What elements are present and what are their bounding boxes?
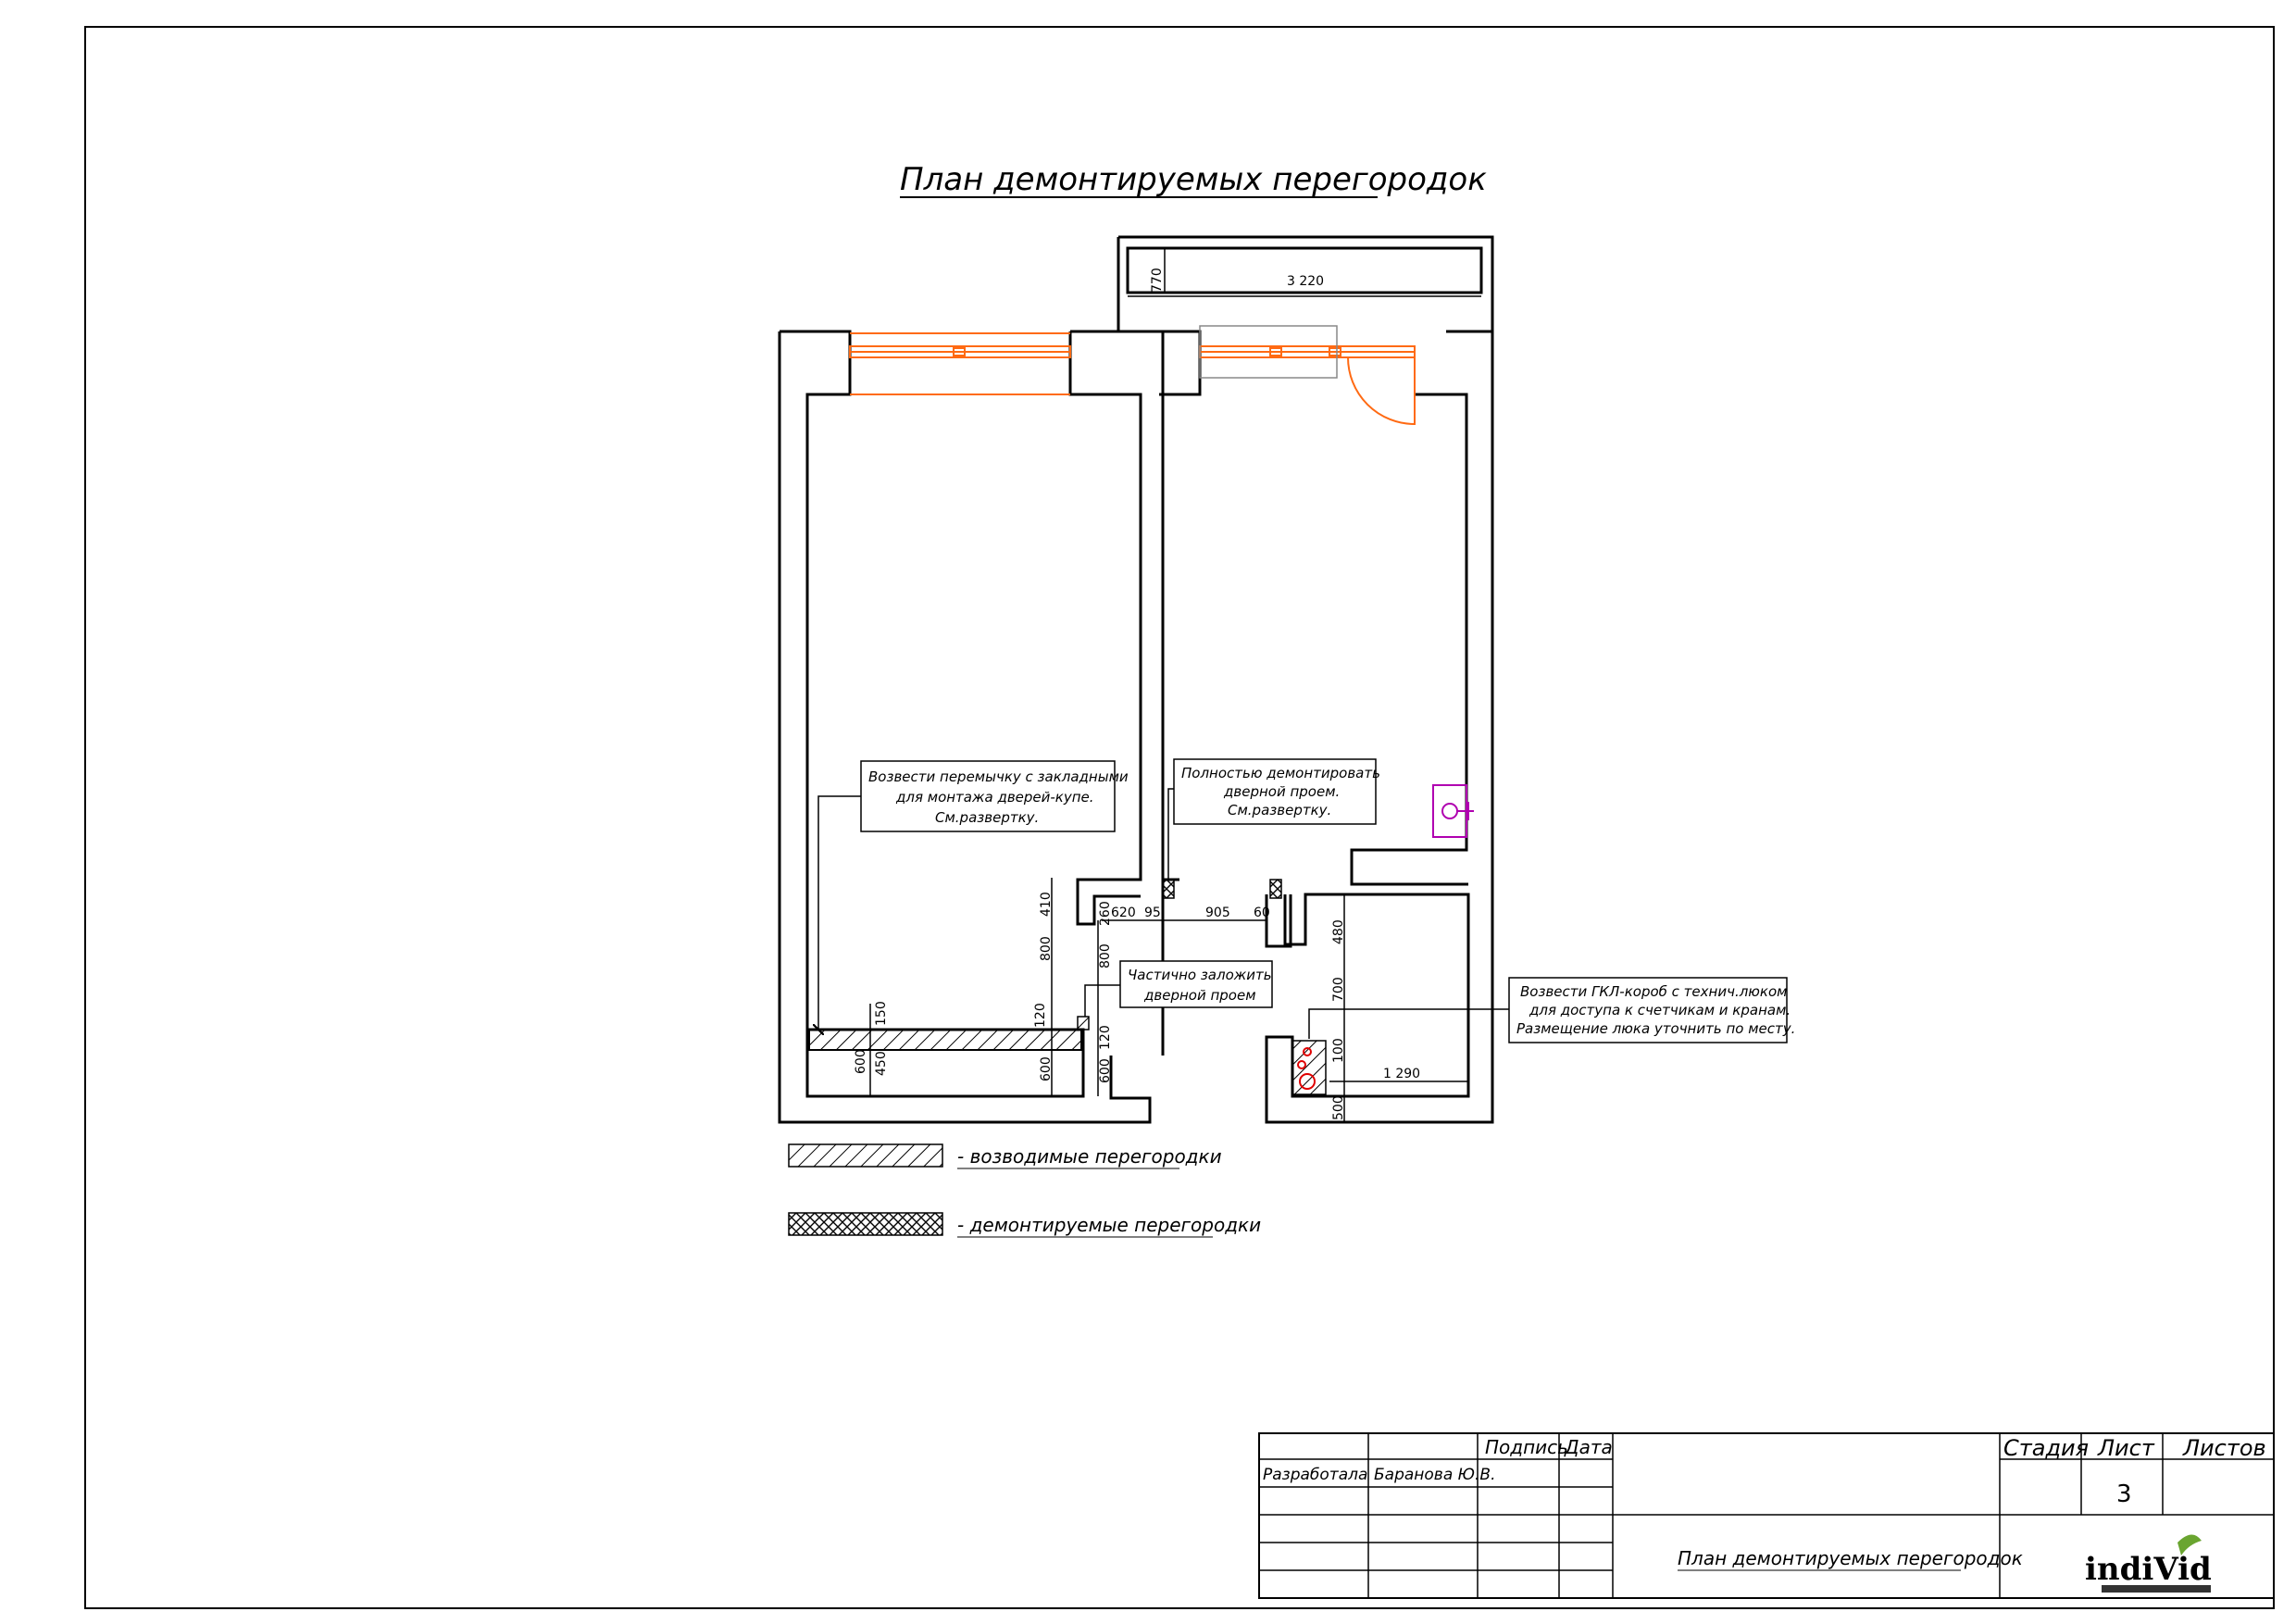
legend-built-label: - возводимые перегородки [957, 1145, 1222, 1168]
demolished-stub-left [1162, 879, 1175, 899]
svg-text:дверной проем: дверной проем [1143, 987, 1256, 1004]
legend-built-swatch [788, 1143, 943, 1168]
tb-col-date: Дата [1564, 1436, 1613, 1458]
studio-logo: indiVid [2085, 1534, 2212, 1593]
svg-text:Полностью демонтировать: Полностью демонтировать [1181, 765, 1380, 781]
wall-left-room-top [780, 330, 1085, 1098]
svg-text:дверной проем.: дверной проем. [1223, 783, 1340, 800]
dim-1290: 1 290 [1383, 1067, 1420, 1081]
dim-700: 700 [1331, 977, 1346, 1002]
svg-text:См.развертку.: См.развертку. [1228, 802, 1331, 818]
legend: - возводимые перегородки - демонтируемые… [788, 1143, 1261, 1238]
tb-sheets-label: Листов [2182, 1435, 2266, 1461]
dim-450: 450 [874, 1051, 889, 1076]
dim-top-height: 770 [1150, 268, 1165, 293]
built-partition-small [1077, 1016, 1090, 1031]
riser-pipes [1297, 1047, 1316, 1090]
dim-410: 410 [1039, 892, 1054, 917]
logo-text: indiVid [2085, 1551, 2212, 1588]
dim-150: 150 [874, 1001, 889, 1026]
dim-95: 95 [1144, 906, 1161, 920]
tb-developer-name: Баранова Ю.В. [1374, 1466, 1495, 1484]
dimension-labels: 3 220 770 410 800 120 600 150 600 450 26… [854, 268, 1420, 1120]
dim-top-width: 3 220 [1287, 274, 1324, 289]
dim-600-b: 600 [1039, 1056, 1054, 1081]
note-demolish: Полностью демонтировать дверной проем. С… [1167, 758, 1380, 880]
tb-sheet-label: Лист [2097, 1435, 2155, 1461]
tb-stage-label: Стадия [2003, 1435, 2089, 1461]
dim-905: 905 [1205, 906, 1230, 920]
dim-800-left: 800 [1039, 936, 1054, 961]
tb-sheet-title: План демонтируемых перегородок [1678, 1547, 2023, 1569]
window-right [1199, 345, 1416, 426]
svg-text:См.развертку.: См.развертку. [935, 809, 1039, 826]
svg-text:для доступа к счетчикам и кран: для доступа к счетчикам и кранам. [1529, 1002, 1791, 1018]
dim-600-a: 600 [854, 1049, 868, 1074]
note-box: Возвести ГКЛ-короб с технич.люком для до… [1308, 977, 1795, 1043]
wall-left-room-right [1068, 330, 1165, 1056]
window-left [849, 332, 1071, 395]
dim-500: 500 [1331, 1095, 1346, 1120]
title-block-text: Подпись Дата Разработала Баранова Ю.В. С… [1263, 1435, 2266, 1571]
balcony-unit [1199, 325, 1338, 379]
dim-480: 480 [1331, 919, 1346, 944]
note-partial: Частично заложить дверной проем [1084, 960, 1273, 1017]
logo-leaf-icon [2177, 1534, 2202, 1555]
dim-620: 620 [1111, 906, 1136, 920]
wall-left-room-outer [778, 331, 1152, 1124]
legend-demolished-swatch [788, 1212, 943, 1236]
dimension-lines [869, 248, 1481, 1122]
dim-260: 260 [1098, 901, 1113, 926]
demolished-stub-right [1269, 879, 1282, 899]
dim-120-left: 120 [1033, 1003, 1048, 1028]
drawing-title: План демонтируемых перегородок [900, 161, 1487, 198]
built-partition-left [808, 1029, 1082, 1051]
svg-text:Возвести ГКЛ-короб с технич.лю: Возвести ГКЛ-короб с технич.люком [1520, 983, 1787, 1000]
svg-text:Возвести перемычку с закладным: Возвести перемычку с закладными [868, 768, 1129, 785]
note-lintel: Возвести перемычку с закладными для монт… [818, 760, 1129, 1030]
meter-symbol [1432, 784, 1474, 838]
sheet-border [84, 26, 2275, 1609]
title-block [1258, 1432, 2275, 1599]
svg-text:для монтажа дверей-купе.: для монтажа дверей-купе. [895, 789, 1094, 806]
tb-col-sign: Подпись [1485, 1436, 1568, 1458]
dim-800-mid: 800 [1098, 943, 1113, 968]
tb-role-developed: Разработала [1263, 1466, 1367, 1484]
dim-60: 60 [1254, 906, 1270, 920]
dim-120-mid: 120 [1098, 1025, 1113, 1050]
dim-100: 100 [1331, 1038, 1346, 1063]
legend-demolished-label: - демонтируемые перегородки [957, 1214, 1261, 1236]
dim-600-mid: 600 [1098, 1058, 1113, 1083]
svg-text:Размещение люка уточнить по ме: Размещение люка уточнить по месту. [1516, 1020, 1795, 1037]
tb-sheet-number: 3 [2116, 1480, 2132, 1508]
svg-text:Частично заложить: Частично заложить [1128, 967, 1272, 983]
wall-right-room-inner [1161, 394, 1292, 948]
